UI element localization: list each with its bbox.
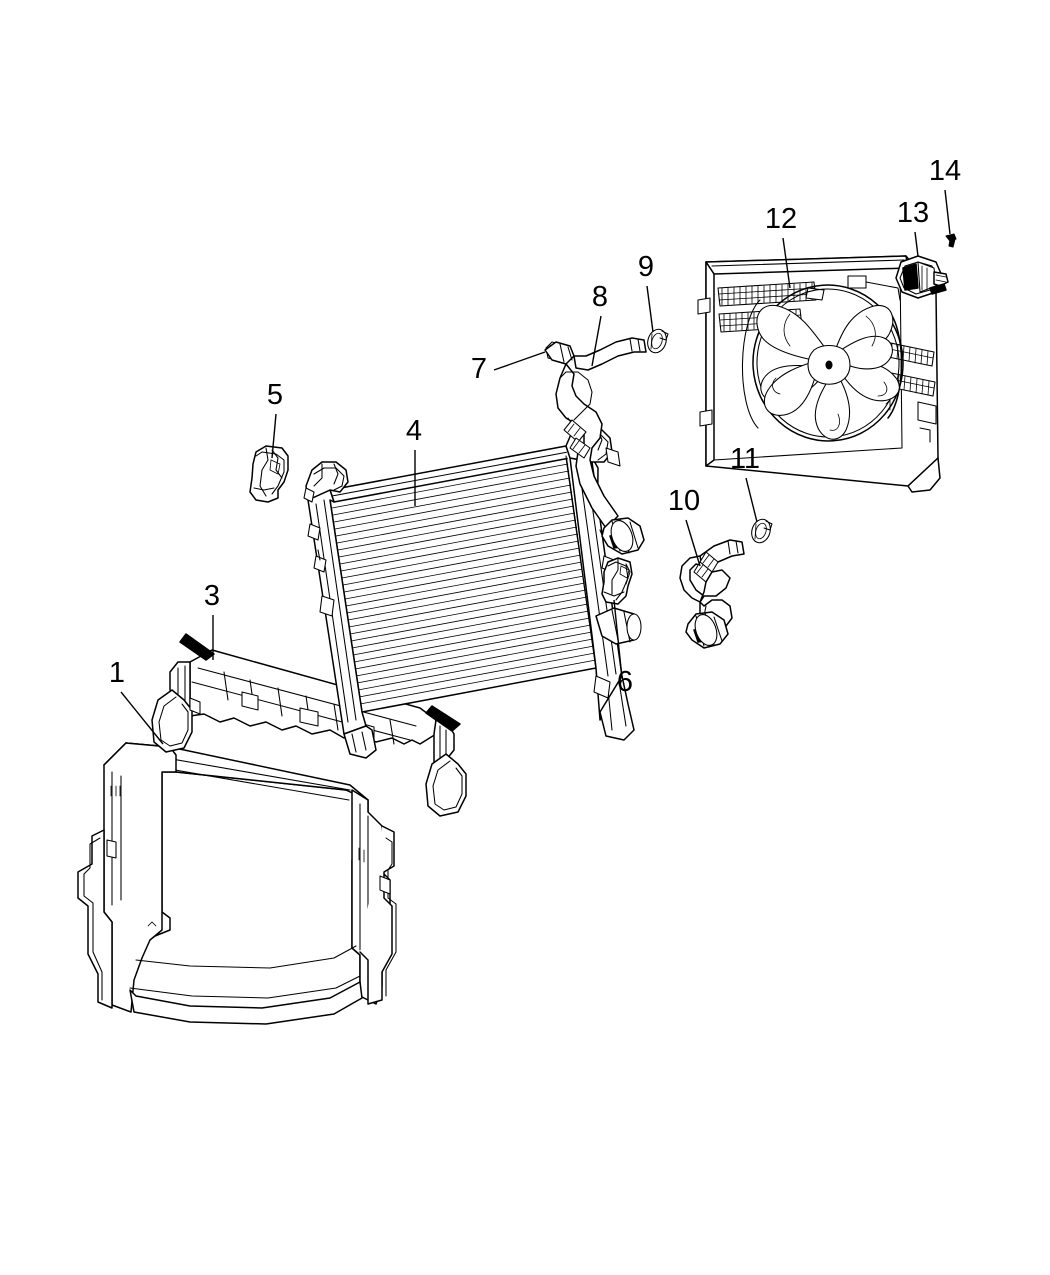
part-lower-radiator-shroud[interactable]: [77, 742, 397, 1025]
callout-number-3: 3: [204, 580, 220, 612]
callout-number-1: 1: [109, 657, 125, 689]
shroud-vent-upper: [717, 281, 817, 307]
callout-number-4: 4: [406, 415, 422, 447]
callout-number-5: 5: [267, 379, 283, 411]
callout-numbers: 1 3 4 5 6 7 8 9 10 11 12 13 14: [109, 155, 961, 698]
part-upper-crossmember-seal[interactable]: [151, 633, 467, 817]
part-fan-control-module[interactable]: [895, 255, 949, 299]
callout-number-9: 9: [638, 251, 654, 283]
callout-number-7: 7: [471, 353, 487, 385]
part-hose-clamp-11[interactable]: [749, 517, 774, 545]
part-fan-shroud-assembly[interactable]: [697, 255, 941, 493]
part-radiator-upper-hose[interactable]: [544, 337, 647, 555]
callout-leaders: [120, 189, 951, 745]
leader-11: [745, 477, 758, 523]
callout-number-8: 8: [592, 281, 608, 313]
leader-8: [591, 315, 602, 367]
radiator-fins: [331, 463, 597, 705]
part-hose-clamp-9[interactable]: [645, 327, 670, 355]
part-mounting-screw[interactable]: [945, 233, 957, 248]
leader-14: [944, 189, 951, 235]
callout-number-10: 10: [668, 485, 700, 517]
leader-1: [120, 691, 164, 745]
fan-blades: [756, 304, 900, 440]
leader-9: [646, 285, 654, 333]
leader-6: [613, 599, 623, 679]
leader-10: [685, 519, 701, 567]
callout-number-14: 14: [929, 155, 961, 187]
leader-13: [914, 231, 919, 257]
leader-12: [782, 237, 791, 289]
part-lower-isolator-bracket[interactable]: [601, 557, 633, 605]
callout-number-6: 6: [617, 666, 633, 698]
leader-5: [271, 413, 277, 459]
part-radiator-lower-hose[interactable]: [679, 539, 745, 649]
callout-number-12: 12: [765, 203, 797, 235]
leader-7: [493, 351, 546, 371]
part-upper-isolator-bracket[interactable]: [249, 445, 289, 503]
callout-number-13: 13: [897, 197, 929, 229]
callout-number-11: 11: [730, 443, 760, 475]
